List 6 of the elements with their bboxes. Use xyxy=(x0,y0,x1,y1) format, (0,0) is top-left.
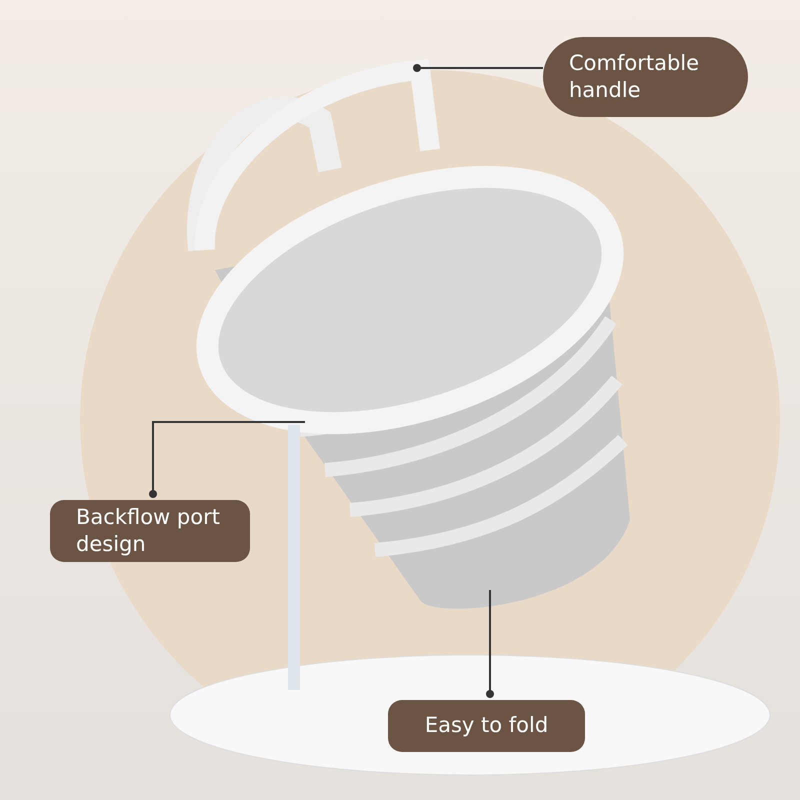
callout-label: Easy to fold xyxy=(388,700,585,752)
leader-line xyxy=(413,64,543,72)
leader-line xyxy=(486,590,494,698)
leader-line xyxy=(149,421,305,498)
callout-label: Comfortable handle xyxy=(543,37,748,117)
callout-label: Backflow port design xyxy=(50,500,250,562)
